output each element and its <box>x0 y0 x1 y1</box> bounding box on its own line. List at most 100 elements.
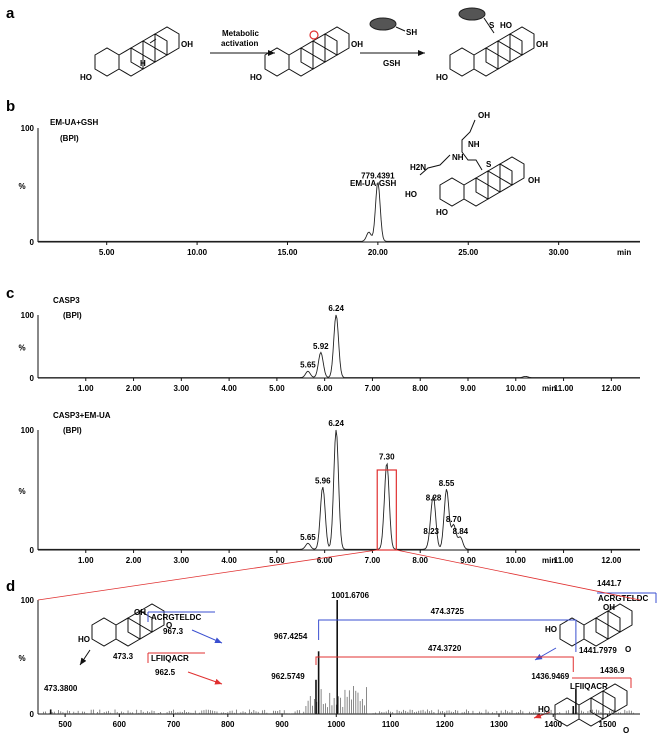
adduct-ho-label: HO <box>500 21 512 30</box>
x-tick-label: 11.00 <box>554 556 574 565</box>
y-axis-label: % <box>18 654 25 663</box>
left-fragment-structure <box>79 603 165 666</box>
x-tick-label: 2.00 <box>126 556 142 565</box>
x-tick-label: 900 <box>275 720 289 729</box>
oh-label-3: OH <box>536 40 548 49</box>
ho-label-1: HO <box>80 73 92 82</box>
x-tick-label: 12.00 <box>601 556 622 565</box>
x-tick-label: 1000 <box>327 720 345 729</box>
peak-label: 6.24 <box>328 419 344 428</box>
panel-letter-a: a <box>6 5 15 22</box>
chromatogram-trace <box>38 314 640 379</box>
x-tick-label: 1400 <box>544 720 562 729</box>
gsh-h2n-label: H2N <box>410 163 426 172</box>
frag-o-label: O <box>166 621 172 630</box>
oh-label-1: OH <box>181 40 193 49</box>
x-tick-label: 800 <box>221 720 235 729</box>
right-top-arrow <box>534 647 557 661</box>
compound-label: EM-UA-GSH <box>350 179 396 188</box>
right-bottom-arrow <box>533 711 551 719</box>
y-tick-label: 100 <box>21 426 35 435</box>
x-tick-label: 1200 <box>436 720 454 729</box>
ho-label-2: HO <box>250 73 262 82</box>
x-tick-label: 500 <box>58 720 72 729</box>
x-tick-label: 9.00 <box>460 384 476 393</box>
peak-label: 8.55 <box>439 479 455 488</box>
peak-label: 8.28 <box>426 493 442 502</box>
peak-label: 5.65 <box>300 533 316 542</box>
x-tick-label: 3.00 <box>174 384 190 393</box>
peak-label: 8.84 <box>453 527 469 536</box>
arrow1-label-line2: activation <box>221 39 258 48</box>
right-top-peptide: ACRGTELDC <box>598 594 648 603</box>
zoom-line-left <box>37 549 378 601</box>
y-tick-label: 0 <box>30 546 35 555</box>
x-tick-label: 9.00 <box>460 556 476 565</box>
rb-ho-label: HO <box>538 705 550 714</box>
peak-label: 5.96 <box>315 477 331 486</box>
rb-o-label: O <box>623 726 629 735</box>
left-fragment-mass: 473.3 <box>113 652 134 661</box>
x-tick-label: 12.00 <box>601 384 622 393</box>
gsh-nh-label: NH <box>468 140 480 149</box>
chart-title-line2: (BPI) <box>63 426 82 435</box>
arrow2-label: GSH <box>383 59 401 68</box>
chart-title-line2: (BPI) <box>63 311 82 320</box>
rt-oh-label: OH <box>603 603 615 612</box>
spectrum-peak-label: 1436.9469 <box>531 672 569 681</box>
protein-ellipse-icon <box>369 17 397 31</box>
x-tick-label: 25.00 <box>458 248 479 257</box>
x-tick-label: 3.00 <box>174 556 190 565</box>
peptide2-calc: 962.5 <box>155 668 176 677</box>
y-axis-label: % <box>18 182 25 191</box>
y-tick-label: 0 <box>30 710 35 719</box>
peak-label: 6.24 <box>328 304 344 313</box>
peptide2-box-label: LFIIQACR <box>151 654 189 663</box>
right-bottom-structure <box>554 683 628 727</box>
em-ua-gsh-structure <box>419 119 525 207</box>
protein-adduct-ellipse-icon <box>458 7 486 21</box>
diff-bracket-blue <box>318 619 577 652</box>
gsh-ho2-label: HO <box>436 208 448 217</box>
adduct-s-label: S <box>489 21 495 30</box>
adduct-structure <box>449 17 535 77</box>
chromatogram-trace <box>38 429 640 550</box>
h-label-1: H <box>140 59 146 68</box>
peak-label: 5.92 <box>313 342 329 351</box>
y-tick-label: 0 <box>30 238 35 247</box>
chromatogram-trace <box>38 182 640 242</box>
x-tick-label: 8.00 <box>412 384 428 393</box>
peptide2-arrow <box>187 671 223 685</box>
scheme-panel: HO OH H Metabolic activation HO OH SH GS… <box>80 7 548 82</box>
x-tick-label: 700 <box>167 720 181 729</box>
x-tick-label: 30.00 <box>549 248 570 257</box>
panel-d-annotations: OH O HO 473.3 ACRGTELDC 967.3 LFIIQACR 9… <box>78 579 657 735</box>
x-tick-label: 1500 <box>599 720 617 729</box>
x-tick-label: 5.00 <box>269 556 285 565</box>
x-tick-label: 1.00 <box>78 556 94 565</box>
peak-label: 8.23 <box>423 527 439 536</box>
peak-label: 8.70 <box>446 515 462 524</box>
x-tick-label: 10.00 <box>506 556 527 565</box>
y-tick-label: 100 <box>21 124 35 133</box>
x-tick-label: 5.00 <box>269 384 285 393</box>
frag-ho-label: HO <box>78 635 90 644</box>
epoxide-structure <box>264 26 350 77</box>
x-tick-label: 7.00 <box>365 556 381 565</box>
x-tick-label: 11.00 <box>554 384 574 393</box>
panel-letter-d: d <box>6 578 15 595</box>
gsh-oh-label: OH <box>478 111 490 120</box>
gsh-ho-label: HO <box>405 190 417 199</box>
zoom-line-right <box>396 549 641 601</box>
ursolic-acid-structure <box>94 26 180 77</box>
diff-bracket-red <box>315 656 574 672</box>
right-bottom-mass: 1436.9 <box>600 666 625 675</box>
thiol-label: SH <box>406 28 417 37</box>
x-tick-label: 20.00 <box>368 248 389 257</box>
panel-letter-b: b <box>6 98 15 115</box>
right-top-mass: 1441.7 <box>597 579 622 588</box>
